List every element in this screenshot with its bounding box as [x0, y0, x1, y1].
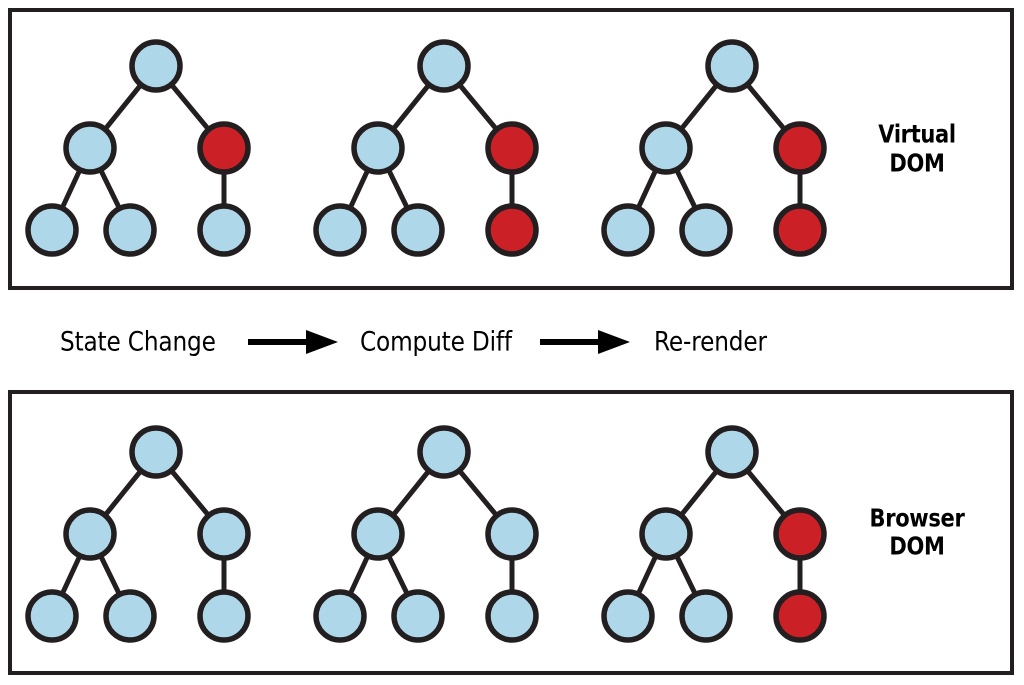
- tree-node-left-unchanged: [639, 507, 693, 561]
- right-arrow-icon: [540, 329, 630, 355]
- tree-browser-tree-2: [313, 425, 539, 643]
- tree-node-left-left-unchanged: [313, 589, 367, 643]
- tree-node-right-unchanged: [197, 507, 251, 561]
- flow-step-state-change: State Change: [60, 327, 241, 358]
- browser-dom-tree-group: [25, 425, 827, 643]
- tree-node-left-left-unchanged: [601, 203, 655, 257]
- tree-virtual-tree-1: [25, 39, 251, 257]
- virtual-dom-tree-group: [25, 39, 827, 257]
- flow-step-state-change-label: State Change: [60, 326, 216, 358]
- tree-node-left-left-unchanged: [601, 589, 655, 643]
- panel-virtual-dom-label-line-1: Virtual: [878, 119, 956, 149]
- flow-strip: State Change Compute Diff Re-render: [8, 300, 1014, 384]
- tree-node-right-child-changed: [485, 203, 539, 257]
- tree-node-left-right-unchanged: [679, 589, 733, 643]
- flow-step-re-render-label: Re-render: [654, 326, 767, 358]
- tree-node-right-changed: [773, 507, 827, 561]
- panel-browser-dom: Browser DOM: [8, 390, 1014, 675]
- tree-browser-tree-1: [25, 425, 251, 643]
- panel-browser-dom-label: Browser DOM: [842, 503, 992, 561]
- tree-node-left-unchanged: [63, 507, 117, 561]
- tree-node-right-child-unchanged: [197, 203, 251, 257]
- tree-node-left-right-unchanged: [103, 203, 157, 257]
- tree-node-right-changed: [485, 121, 539, 175]
- tree-node-right-unchanged: [485, 507, 539, 561]
- tree-virtual-tree-2: [313, 39, 539, 257]
- tree-node-left-left-unchanged: [313, 203, 367, 257]
- tree-virtual-tree-3: [601, 39, 827, 257]
- tree-node-right-child-unchanged: [485, 589, 539, 643]
- tree-node-left-unchanged: [63, 121, 117, 175]
- panel-virtual-dom: Virtual DOM: [8, 8, 1014, 290]
- tree-node-left-left-unchanged: [25, 589, 79, 643]
- tree-node-root-unchanged: [705, 39, 759, 93]
- flow-step-re-render: Re-render: [654, 327, 785, 358]
- flow-step-compute-diff-label: Compute Diff: [360, 326, 512, 358]
- tree-node-left-right-unchanged: [679, 203, 733, 257]
- tree-node-right-changed: [773, 121, 827, 175]
- tree-node-root-unchanged: [417, 425, 471, 479]
- panel-virtual-dom-label: Virtual DOM: [842, 119, 992, 178]
- tree-browser-tree-3: [601, 425, 827, 643]
- flow-step-compute-diff: Compute Diff: [360, 327, 537, 358]
- tree-node-root-unchanged: [129, 39, 183, 93]
- tree-node-right-child-changed: [773, 589, 827, 643]
- panel-browser-dom-label-line-1: Browser: [869, 503, 965, 532]
- panel-virtual-dom-label-line-2: DOM: [889, 148, 945, 177]
- tree-node-left-unchanged: [351, 507, 405, 561]
- tree-node-root-unchanged: [417, 39, 471, 93]
- tree-node-right-changed: [197, 121, 251, 175]
- tree-node-left-right-unchanged: [103, 589, 157, 643]
- right-arrow-icon: [248, 329, 338, 355]
- tree-node-root-unchanged: [129, 425, 183, 479]
- tree-node-root-unchanged: [705, 425, 759, 479]
- tree-node-left-left-unchanged: [25, 203, 79, 257]
- tree-node-left-unchanged: [351, 121, 405, 175]
- tree-node-left-right-unchanged: [391, 203, 445, 257]
- tree-node-right-child-changed: [773, 203, 827, 257]
- panel-browser-dom-label-line-2: DOM: [889, 531, 945, 561]
- tree-node-left-unchanged: [639, 121, 693, 175]
- tree-node-right-child-unchanged: [197, 589, 251, 643]
- tree-node-left-right-unchanged: [391, 589, 445, 643]
